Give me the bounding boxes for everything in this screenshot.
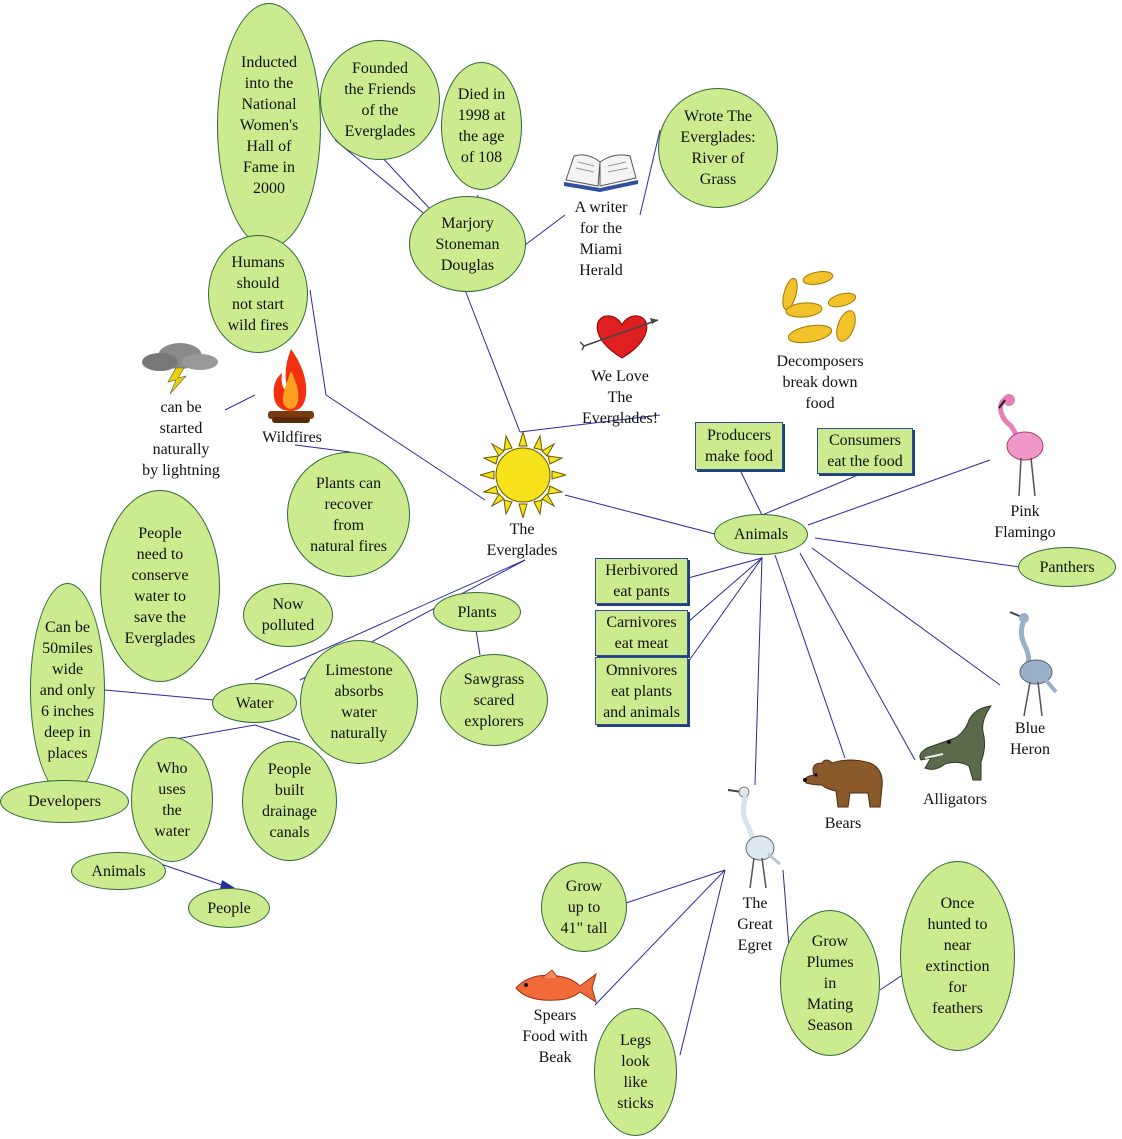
omnivores-box: Omnivores eat plants and animals <box>595 657 688 725</box>
grow-bubble: Grow up to 41" tall <box>541 862 627 952</box>
heart-icon <box>580 315 659 359</box>
flamingo-icon <box>998 394 1044 497</box>
fish-icon <box>515 969 597 1004</box>
spears-label: Spears Food with Beak <box>522 1007 588 1066</box>
who-uses-bubble: Who uses the water <box>131 737 213 862</box>
humans-bubble: Humans should not start wild fires <box>208 235 308 353</box>
limestone-bubble: Limestone absorbs water naturally <box>300 640 418 764</box>
water-bubble: Water <box>212 683 297 723</box>
died-bubble: Died in 1998 at the age of 108 <box>441 62 522 190</box>
campfire-icon <box>268 349 314 423</box>
plumes-bubble: Grow Plumes in Mating Season <box>780 910 880 1056</box>
animals-small-bubble: Animals <box>71 852 166 890</box>
developers-bubble: Developers <box>0 780 129 823</box>
egret-label: The Great Egret <box>737 895 773 954</box>
hunted-bubble: Once hunted to near extinction for feath… <box>900 861 1015 1051</box>
plants-bubble: Plants <box>433 592 521 632</box>
wide-bubble: Can be 50miles wide and only 6 inches de… <box>30 583 105 797</box>
blue-heron-label: Blue Heron <box>1010 720 1050 758</box>
producers-box: Producers make food <box>695 422 783 470</box>
carnivores-box: Carnivores eat meat <box>595 610 688 656</box>
bear-icon <box>803 759 883 808</box>
legs-bubble: Legs look like sticks <box>594 1008 677 1136</box>
writer-label: A writer for the Miami Herald <box>574 199 628 279</box>
bears-label: Bears <box>824 815 862 832</box>
seeds-icon <box>782 271 857 344</box>
inducted-bubble: Inducted into the National Women's Hall … <box>217 3 321 248</box>
wildfires-label: Wildfires <box>262 429 322 446</box>
now-polluted-bubble: Now polluted <box>243 583 333 647</box>
wrote-bubble: Wrote The Everglades: River of Grass <box>658 88 778 208</box>
flamingo-label: Pink Flamingo <box>994 503 1056 541</box>
panthers-bubble: Panthers <box>1018 547 1116 587</box>
animals-bubble: Animals <box>714 514 808 555</box>
alligators-label: Alligators <box>923 791 987 808</box>
lightning-label: can be started naturally by lightning <box>142 399 220 479</box>
sun-icon <box>480 432 566 518</box>
alligator-icon <box>919 705 993 781</box>
herbivores-box: Herbivored eat pants <box>595 558 688 604</box>
book-icon <box>564 154 638 192</box>
consumers-box: Consumers eat the food <box>817 428 913 474</box>
we-love-label: We Love The Everglades! <box>581 368 659 427</box>
founded-bubble: Founded the Friends of the Everglades <box>320 40 440 160</box>
heron-icon <box>1009 611 1058 717</box>
marjory-bubble: Marjory Stoneman Douglas <box>409 196 526 292</box>
storm-cloud-icon <box>142 343 218 394</box>
people-bubble: People <box>188 888 270 928</box>
egret-icon <box>727 786 781 889</box>
sawgrass-bubble: Sawgrass scared explorers <box>440 654 548 746</box>
everglades-label: The Everglades <box>486 521 558 559</box>
canals-bubble: People built drainage canals <box>242 741 337 861</box>
decomposers-label: Decomposers break down food <box>776 353 864 412</box>
plants-recover-bubble: Plants can recover from natural fires <box>287 452 410 577</box>
conserve-bubble: People need to conserve water to save th… <box>100 490 220 682</box>
